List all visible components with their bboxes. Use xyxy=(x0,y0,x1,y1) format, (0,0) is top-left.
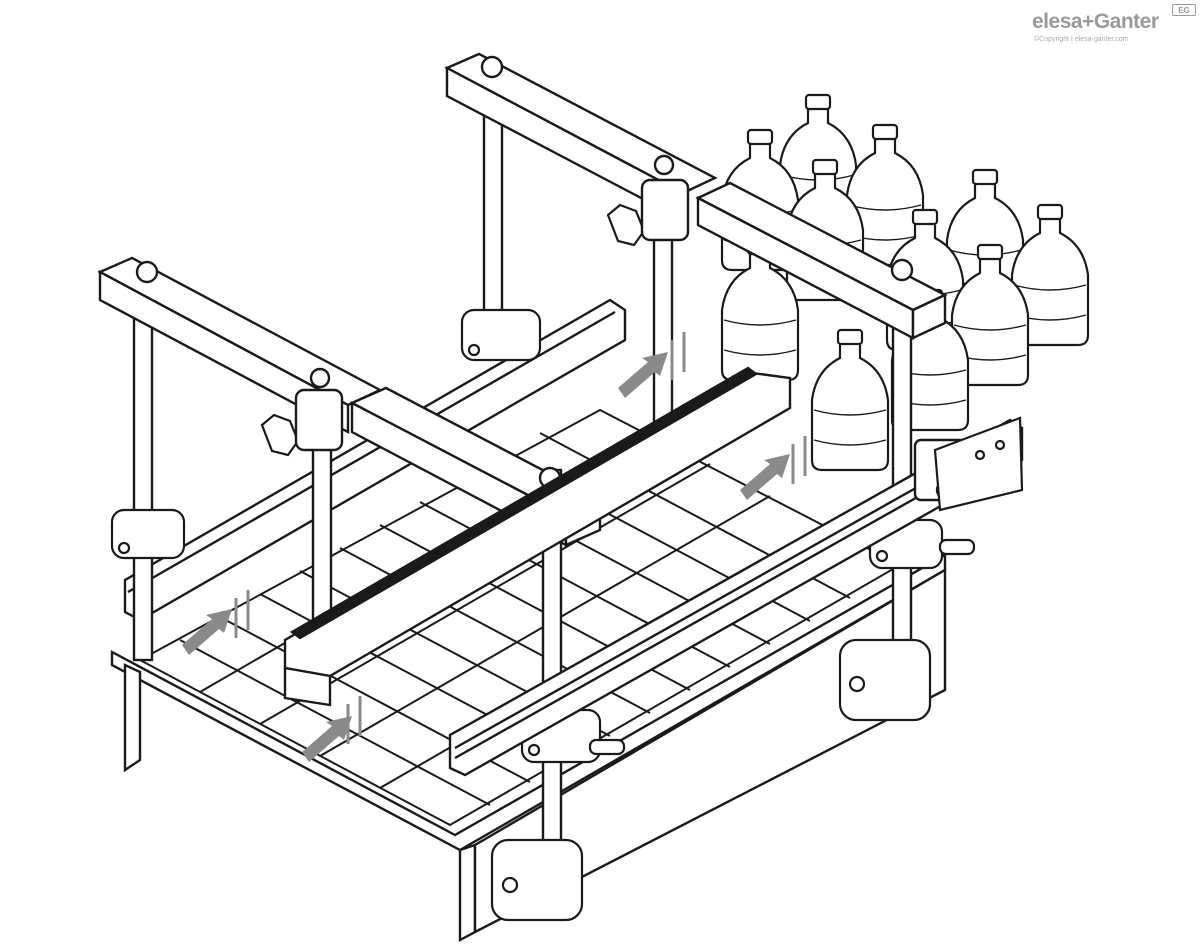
knob-icon xyxy=(260,413,300,457)
brand-logo: elesa+Ganter EG ©Copyright | elesa-gante… xyxy=(1030,4,1198,46)
upper-frame xyxy=(97,52,948,547)
down-arrow-icon xyxy=(182,590,250,655)
brand-badge: EG xyxy=(1172,4,1196,16)
front-guide-rail xyxy=(283,366,792,707)
down-arrow-icon xyxy=(302,696,362,762)
down-arrow-icon xyxy=(740,436,807,500)
motion-arrows xyxy=(182,332,807,762)
bottle xyxy=(810,328,890,472)
down-arrow-icon xyxy=(618,332,686,398)
adjustable-handles xyxy=(260,203,976,756)
knob-icon xyxy=(606,203,646,247)
copyright-line: ©Copyright | elesa-ganter.com xyxy=(1034,36,1129,43)
brand-name: elesa+Ganter xyxy=(1032,10,1159,33)
conveyor-base xyxy=(110,552,947,942)
end-bracket xyxy=(933,416,1024,512)
clamp-blocks xyxy=(110,308,944,922)
